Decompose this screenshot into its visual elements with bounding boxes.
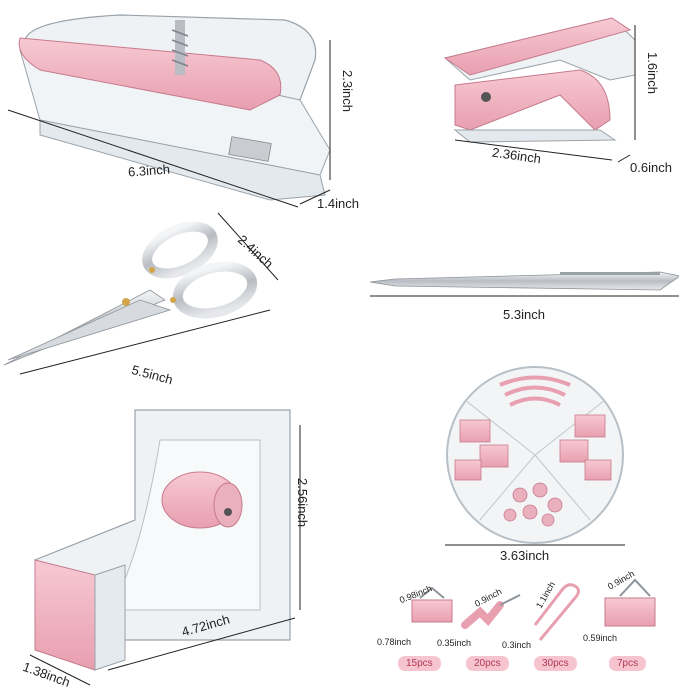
pen-length-label: 5.3inch bbox=[503, 307, 545, 322]
push-pin-image bbox=[461, 594, 521, 629]
stapler-dimension-lines bbox=[7, 40, 331, 208]
staple-remover-dimension-lines bbox=[454, 25, 636, 163]
tape-dispenser-image bbox=[34, 409, 291, 671]
stapler-length-label: 6.3inch bbox=[127, 161, 171, 180]
paper-clip-count-badge: 30pcs bbox=[534, 656, 577, 671]
scissors-image bbox=[3, 221, 258, 366]
binder-clip-count-badge: 15pcs bbox=[398, 656, 441, 671]
push-pin-count-badge: 20pcs bbox=[466, 656, 509, 671]
large-clip-count-badge: 7pcs bbox=[609, 656, 647, 671]
paper-clip-dim2-label: 0.3inch bbox=[502, 640, 532, 650]
large-binder-clip-image bbox=[604, 578, 656, 627]
remover-width-label: 0.6inch bbox=[630, 160, 672, 175]
stapler-image bbox=[18, 14, 331, 201]
remover-height-label: 1.6inch bbox=[645, 52, 660, 94]
small-clip-dim2-label: 0.78inch bbox=[377, 637, 412, 647]
paper-clip-image bbox=[533, 583, 580, 641]
pen-image bbox=[369, 271, 679, 297]
stapler-width-label: 1.4inch bbox=[317, 196, 359, 211]
clip-organizer-image bbox=[446, 366, 624, 544]
staple-remover-image bbox=[443, 17, 636, 143]
small-binder-clip-image bbox=[411, 586, 453, 623]
scissors-dimension-lines bbox=[19, 212, 279, 375]
stapler-height-label: 2.3inch bbox=[340, 70, 355, 112]
tape-dispenser-dimension-lines bbox=[29, 425, 301, 686]
large-clip-dim2-label: 0.59inch bbox=[583, 633, 618, 643]
tape-height-label: 2.56inch bbox=[295, 478, 310, 528]
push-pin-dim2-label: 0.35inch bbox=[437, 638, 472, 648]
organizer-diameter-label: 3.63inch bbox=[500, 548, 550, 563]
